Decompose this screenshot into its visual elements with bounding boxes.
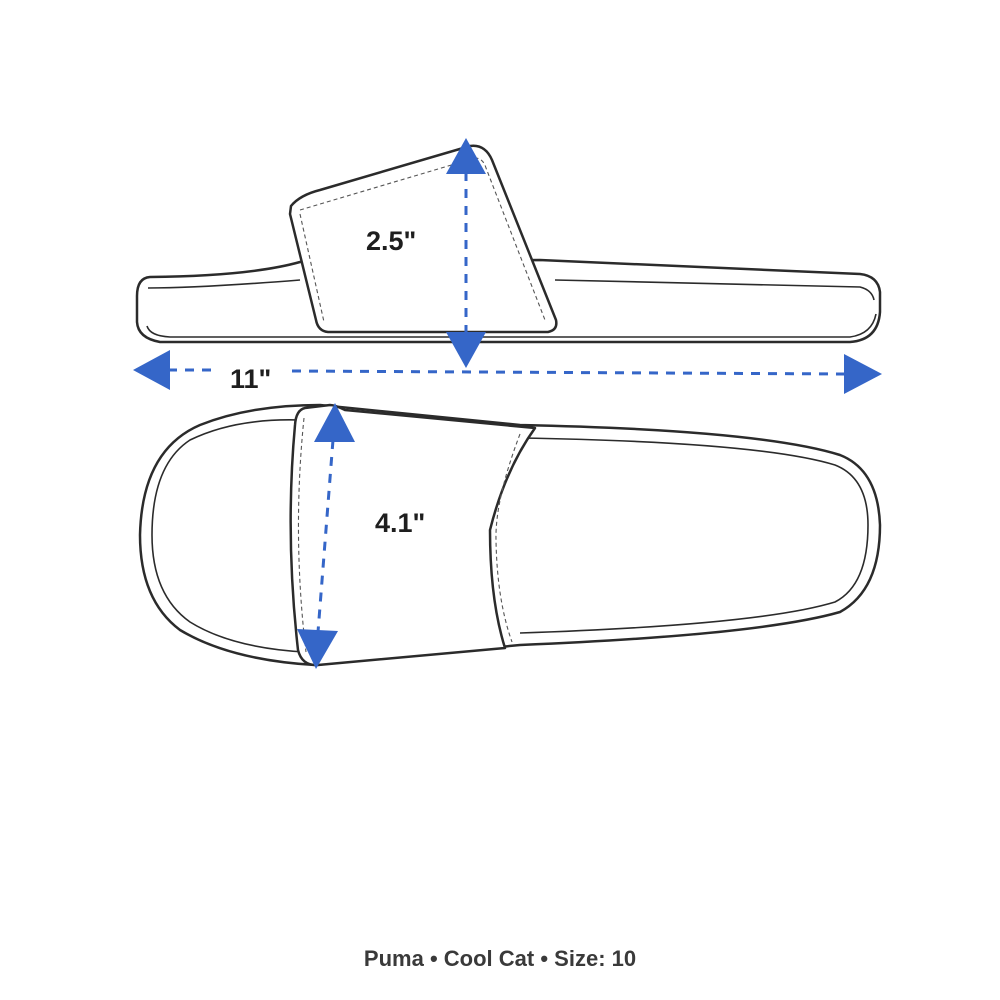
sandal-side-view — [135, 144, 882, 344]
strap-width-dimension-line — [316, 439, 335, 633]
strap-height-label: 2.5" — [366, 226, 416, 256]
dimension-strap-height: 2.5" — [366, 138, 486, 368]
dimension-strap-width: 4.1" — [297, 403, 425, 669]
arrow-down-icon — [297, 629, 338, 669]
caption-separator: • — [429, 946, 438, 971]
sandal-top-view — [138, 403, 882, 667]
arrow-left-icon — [133, 350, 170, 390]
product-caption: Puma • Cool Cat • Size: 10 — [0, 946, 1000, 972]
caption-brand: Puma — [363, 946, 424, 971]
length-label: 11" — [230, 364, 271, 394]
arrow-up-icon — [446, 138, 486, 174]
arrow-right-icon — [844, 354, 882, 394]
arrow-down-icon — [446, 332, 486, 368]
caption-separator: • — [540, 946, 549, 971]
arrow-up-icon — [314, 403, 355, 442]
caption-model: Cool Cat — [443, 946, 535, 971]
strap-width-label: 4.1" — [375, 508, 425, 538]
length-dimension-line-right — [291, 369, 847, 376]
dimension-length: 11" — [133, 350, 882, 394]
caption-size: Size: 10 — [554, 946, 637, 971]
top-strap — [289, 403, 537, 667]
side-strap — [288, 144, 558, 334]
